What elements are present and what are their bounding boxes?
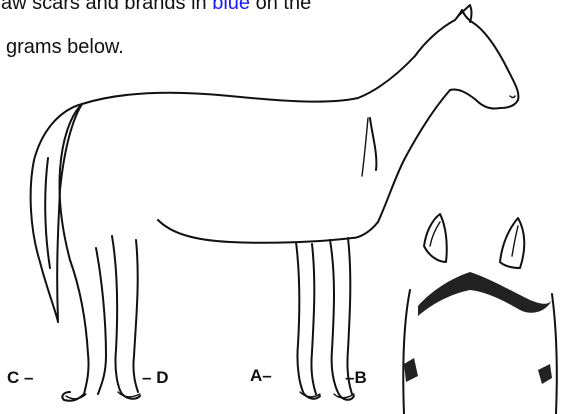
horse-shoulder-line bbox=[362, 118, 368, 176]
head-right-eye-mark bbox=[538, 364, 552, 384]
head-left-eye-mark bbox=[404, 358, 418, 382]
head-left-side bbox=[403, 290, 410, 414]
head-right-ear bbox=[500, 218, 524, 268]
head-left-ear-inner bbox=[430, 222, 440, 246]
leg-label-a-text: A bbox=[250, 366, 262, 385]
horse-side-view bbox=[31, 5, 519, 401]
head-right-ear-inner bbox=[512, 226, 518, 256]
leg-label-a: A– bbox=[250, 366, 272, 386]
horse-chest bbox=[352, 222, 378, 238]
hind-leg-d-inner bbox=[133, 240, 138, 392]
horse-head-front-view bbox=[403, 214, 557, 414]
fore-leg-a-inner bbox=[311, 244, 316, 394]
horse-tail bbox=[31, 104, 82, 322]
leg-label-c-text: C bbox=[7, 368, 19, 387]
head-forelock-mane bbox=[418, 272, 552, 316]
leg-label-d-text: D bbox=[156, 368, 168, 387]
head-right-side bbox=[552, 294, 557, 414]
leg-label-d: – D bbox=[142, 368, 168, 388]
hind-leg-c bbox=[62, 260, 88, 401]
horse-head-outline bbox=[415, 10, 518, 109]
horse-back-outline bbox=[82, 56, 415, 104]
horse-neck-line bbox=[370, 118, 376, 170]
horse-nostril bbox=[510, 96, 515, 98]
horse-belly bbox=[158, 220, 352, 243]
head-left-ear bbox=[424, 214, 447, 262]
leg-label-b: –B bbox=[345, 368, 367, 388]
fore-hoof-b bbox=[334, 394, 354, 398]
fore-leg-a bbox=[296, 242, 320, 399]
leg-label-b-text: B bbox=[354, 368, 366, 387]
hind-leg-c-inner bbox=[96, 248, 106, 394]
leg-label-c: C – bbox=[7, 368, 33, 388]
horse-neck-front bbox=[378, 90, 450, 222]
